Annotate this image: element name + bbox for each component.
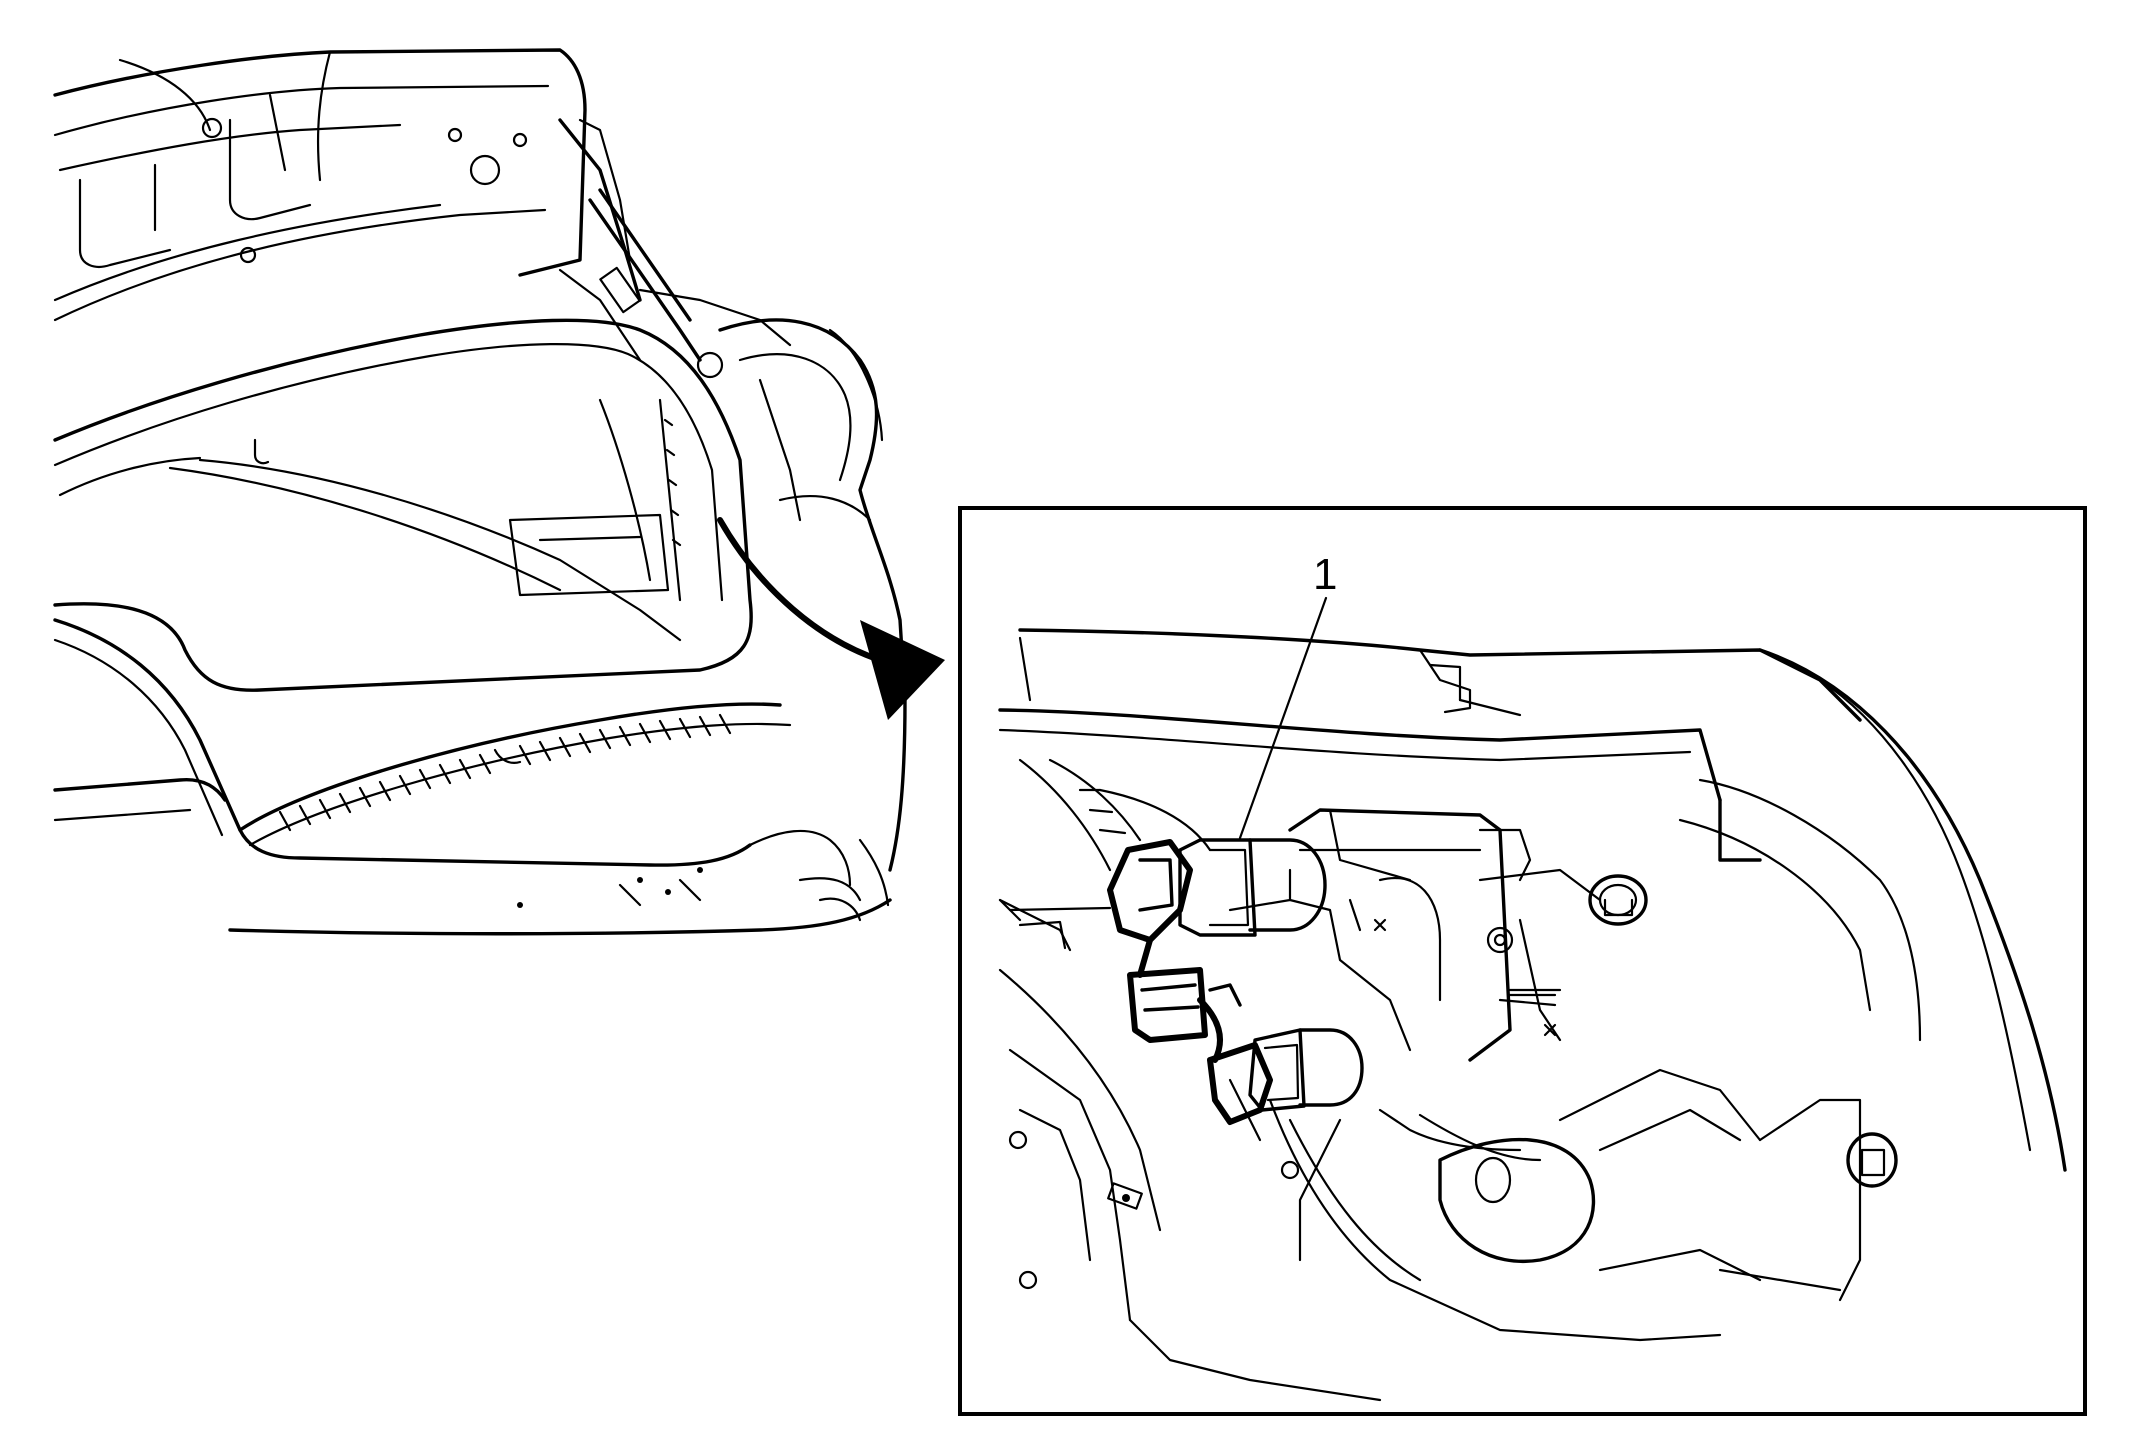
- electrical-connectors: [1107, 838, 1364, 1125]
- arrow-icon: [717, 517, 945, 720]
- pushpin-icon: [1588, 874, 1648, 926]
- inset-illustration: 1: [998, 550, 2067, 1402]
- rear-quarter-panel: [718, 318, 907, 872]
- detail-inset: 1: [958, 506, 2087, 1416]
- trunk-opening: [53, 318, 753, 692]
- rear-bumper-sill: [53, 618, 892, 936]
- vehicle-rear-overview: [53, 48, 945, 936]
- hinge-strut: [558, 188, 792, 379]
- trunk-lid: [53, 48, 642, 322]
- callout-label: 1: [1313, 550, 1337, 599]
- inset-frame: [958, 506, 2087, 1416]
- callout-1: 1: [1238, 550, 1337, 840]
- pushpin-lower-icon: [1846, 1132, 1898, 1188]
